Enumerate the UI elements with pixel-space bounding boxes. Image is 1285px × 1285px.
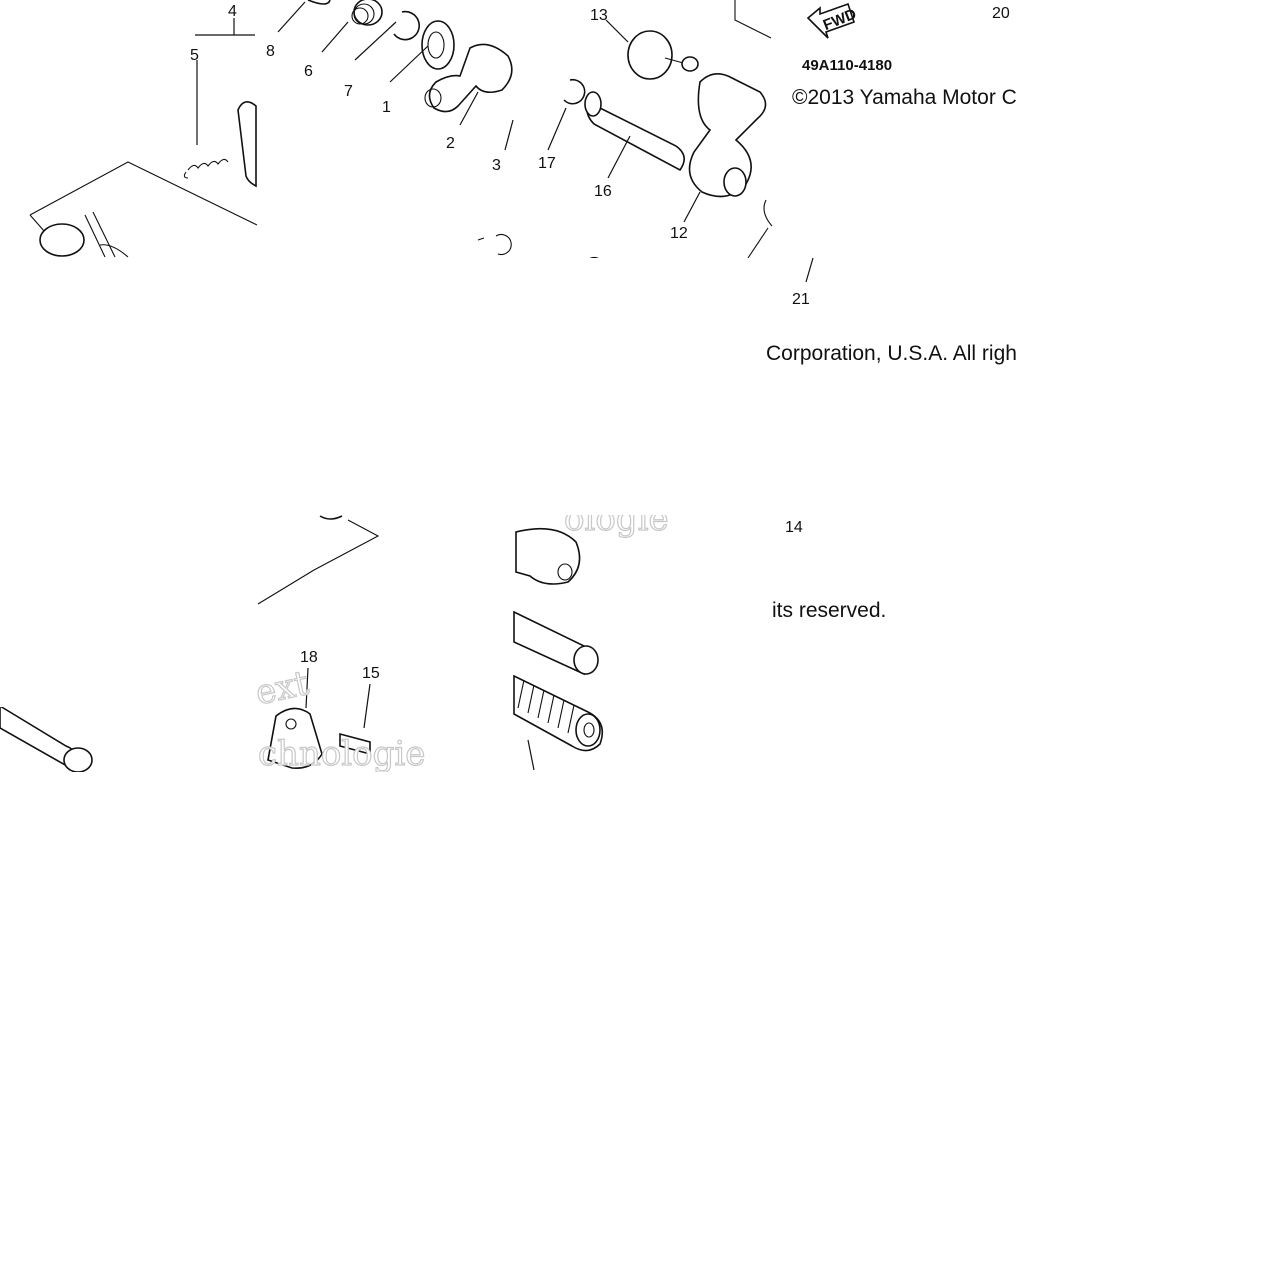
reference-number: 49A110-4180 xyxy=(802,57,892,74)
callout-12: 12 xyxy=(670,225,688,242)
lower-plate xyxy=(257,515,380,605)
watermark-1: ext xyxy=(252,663,312,713)
callout-17: 17 xyxy=(538,155,556,172)
callout-3: 3 xyxy=(492,157,501,174)
callout-18: 18 xyxy=(300,649,318,666)
callout-4: 4 xyxy=(228,3,237,20)
bracket-18: ext chnologie xyxy=(251,663,426,775)
callout-14: 14 xyxy=(785,519,803,536)
callout-7: 7 xyxy=(344,83,353,100)
callout-16: 16 xyxy=(594,183,612,200)
fwd-marker: FWD 49A110-4180 ©2013 Yamaha Motor C xyxy=(734,0,1017,109)
pin-and-arm xyxy=(547,19,773,263)
lower-shafts: ologie xyxy=(513,498,669,771)
copyright-continuation: Corporation, U.S.A. All righ xyxy=(766,257,1017,365)
callout-2: 2 xyxy=(446,135,455,152)
copyright-line-2: Corporation, U.S.A. All righ xyxy=(766,342,1017,365)
long-rod xyxy=(0,705,93,773)
copyright-end: its reserved. xyxy=(772,599,886,622)
callout-6: 6 xyxy=(304,63,313,80)
fwd-label: FWD xyxy=(821,6,859,35)
lever-assembly xyxy=(29,1,306,258)
copyright-line-3: its reserved. xyxy=(772,599,886,622)
callout-numbers: 4 5 8 6 7 1 2 3 17 16 13 12 20 21 14 18 … xyxy=(190,3,1010,682)
callout-5: 5 xyxy=(190,47,199,64)
callout-13: 13 xyxy=(590,7,608,24)
spring-6 xyxy=(351,0,383,26)
shaft-parts xyxy=(307,0,514,256)
callout-21: 21 xyxy=(792,291,810,308)
callout-1: 1 xyxy=(382,99,391,116)
copyright-line-1: ©2013 Yamaha Motor C xyxy=(792,86,1017,109)
watermark-2: chnologie xyxy=(258,734,425,774)
callout-8: 8 xyxy=(266,43,275,60)
callout-20: 20 xyxy=(992,5,1010,22)
callout-15: 15 xyxy=(362,665,380,682)
